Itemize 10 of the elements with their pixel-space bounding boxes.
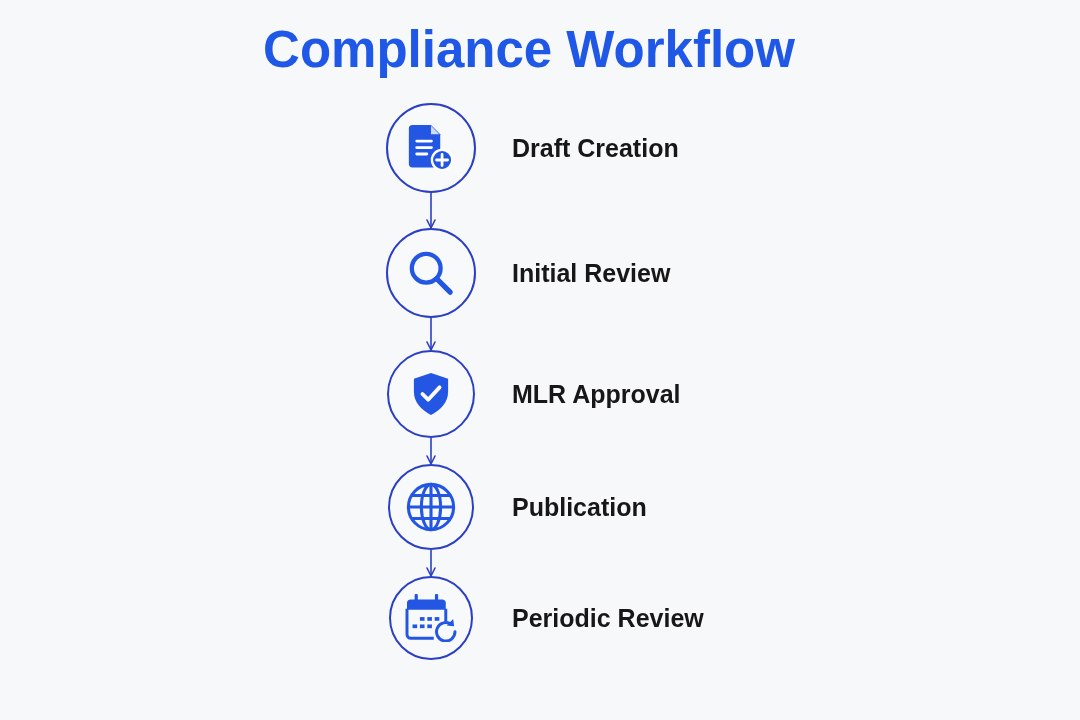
arrow [426,549,436,577]
arrow [426,317,436,351]
step-label: Initial Review [512,258,671,288]
title: Compliance Workflow [263,20,795,80]
arrow [426,437,436,465]
step-label: Periodic Review [512,603,704,633]
step-label: MLR Approval [512,379,681,409]
step-label: Publication [512,492,647,522]
step-label: Draft Creation [512,133,679,163]
arrow [426,192,436,229]
